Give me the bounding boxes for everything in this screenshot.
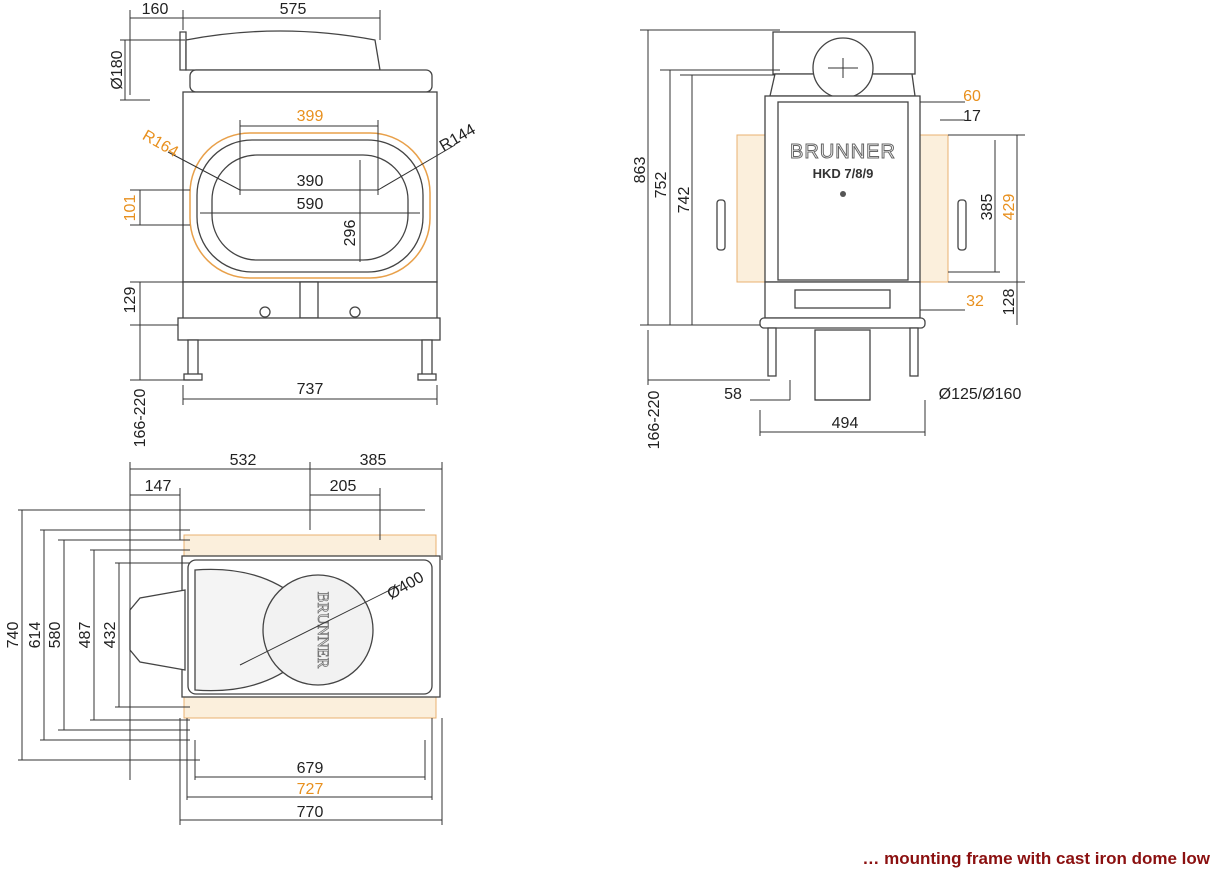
front-view: 160 575 Ø180 399 R164 R144 390 590 101 2… [109,1,479,447]
dim-740: 740 [5,622,22,649]
dim-390: 390 [297,173,324,190]
dim-flue-diameter: Ø125/Ø160 [939,386,1022,403]
side-view: BRUNNER HKD 7/8/9 863 752 742 60 17 385 … [632,29,1025,450]
dim-r164: R164 [139,127,181,161]
dim-leg-height: 166-220 [646,391,663,450]
dim-532: 532 [230,452,257,469]
dim-101: 101 [122,195,139,222]
dim-432: 432 [102,622,119,649]
dim-128: 128 [1001,289,1018,316]
top-view: BRUNNER 532 385 147 205 Ø400 740 614 580… [5,452,443,825]
dim-129: 129 [122,287,139,314]
dim-575: 575 [280,1,307,18]
dim-679: 679 [297,760,324,777]
dim-487: 487 [77,622,94,649]
dim-770: 770 [297,804,324,821]
dim-60: 60 [963,88,981,105]
dim-727: 727 [297,781,324,798]
dim-742: 742 [676,187,693,214]
dim-590: 590 [297,196,324,213]
dim-32: 32 [966,293,984,310]
dim-385: 385 [979,194,996,221]
dim-leg-height: 166-220 [132,389,149,448]
brand-logo: BRUNNER [790,141,896,163]
model-label: HKD 7/8/9 [813,166,874,181]
dim-494: 494 [832,415,859,432]
dim-429: 429 [1001,194,1018,221]
dim-17: 17 [963,108,981,125]
dim-160: 160 [142,1,169,18]
dim-296: 296 [342,220,359,247]
handle-right-icon [957,199,967,251]
dim-752: 752 [653,172,670,199]
dim-737: 737 [297,381,324,398]
dim-205: 205 [330,478,357,495]
dim-580: 580 [47,622,64,649]
handle-left-icon [716,199,726,251]
dim-r144: R144 [437,121,479,155]
brand-logo: BRUNNER [314,592,331,669]
dim-399: 399 [297,108,324,125]
dim-385: 385 [360,452,387,469]
dim-614: 614 [27,622,44,649]
dim-863: 863 [632,157,649,184]
dim-58: 58 [724,386,742,403]
dim-flue-diameter: Ø180 [109,50,126,89]
dim-147: 147 [145,478,172,495]
caption: … mounting frame with cast iron dome low [862,849,1210,868]
